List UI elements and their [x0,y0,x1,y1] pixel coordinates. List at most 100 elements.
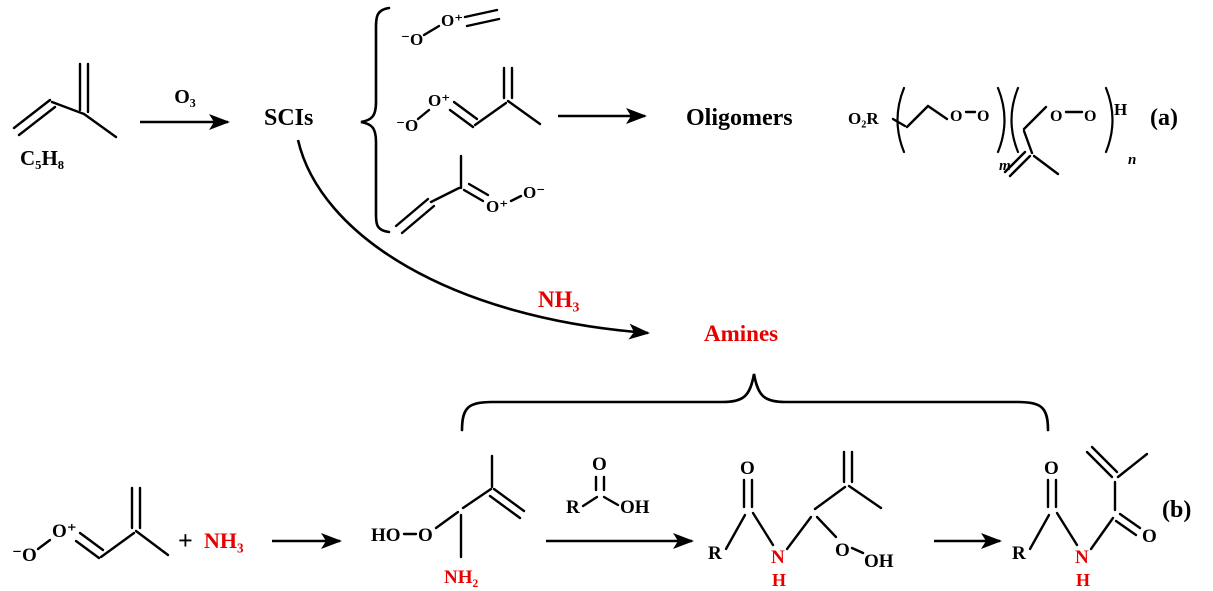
h-label: H [772,570,786,590]
criegee-intermediate-3: O⁺ O⁻ [394,154,545,235]
carbonyl-o-label: O [740,458,755,479]
imide-product-structure: R O N H O [1012,445,1157,590]
bond [1022,105,1048,131]
oligomer-oxygen: O [977,108,989,125]
carbonyl-o2-label: O [1142,526,1157,547]
criegee2-o-minus: ⁻O [396,116,418,135]
carbonyl-o-label: O [592,454,607,475]
bond [434,510,460,530]
criegee-b-o-plus: O⁺ [52,521,77,542]
peroxide-oh-label: OH [864,551,894,572]
oligomer-oxygen: O [1084,108,1096,125]
amino-hydroperoxide-structure: HO O NH₂ [371,454,526,588]
oligomer-prefix: O₂R [848,109,879,128]
bond [1089,516,1115,551]
bond [99,531,136,559]
bond [724,513,747,551]
double-bond-line [465,17,501,28]
nh3-label-top: NH₃ [538,287,580,312]
open-bracket [1010,86,1020,154]
panel-b-label: (b) [1162,497,1191,523]
double-bond-line [488,494,522,520]
bond [850,546,865,555]
n-label: N [771,547,785,568]
double-bond-line [400,204,436,235]
oh-label: OH [620,497,650,518]
double-bond-line [1114,519,1138,537]
close-bracket [1104,86,1114,154]
subscript-n: n [1128,152,1136,168]
bond [1116,452,1149,479]
bond [751,511,775,547]
ozonolysis-arrow: O₃ [140,86,230,130]
bond [50,100,86,116]
peroxide-o-label: O [835,540,850,561]
oligomer-oxygen: O [1050,108,1062,125]
amination-curved-arrow [296,139,650,340]
formula-c5h8: C₅H₈ [20,146,64,170]
bond [422,24,441,37]
bond [926,104,949,121]
double-bond-line [1003,150,1027,174]
bond [581,495,599,508]
double-bond-line [467,182,490,197]
criegee-intermediate-1: ⁻O O⁺ [401,8,501,49]
double-bond-line [452,100,479,121]
scis-label: SCIs [264,105,313,131]
criegee-intermediate-b: ⁻O O⁺ [12,486,170,566]
h-label: H [1076,570,1090,590]
bond [1022,129,1034,155]
criegee3-o-plus: O⁺ [486,197,508,216]
oligomer-end-h: H [1114,100,1127,119]
bond [847,484,883,510]
bond [1032,154,1060,176]
bond [134,529,170,557]
bond [813,485,847,511]
double-bond-line [394,197,430,228]
open-bracket [896,86,906,154]
oligomers-label: Oligomers [686,105,793,131]
bond [429,186,461,204]
ozone-label: O₃ [174,86,196,108]
bond [1028,513,1051,551]
bond [36,538,52,551]
oligomer-oxygen: O [950,108,962,125]
close-bracket [996,86,1006,154]
double-bond-line [1090,445,1119,474]
carboxylic-acid-structure: R O OH [566,454,650,518]
bond [785,515,813,551]
double-bond-line [17,105,57,137]
double-bond-line [78,531,105,552]
criegee2-o-plus: O⁺ [428,91,450,110]
nh2-label: NH₂ [444,567,479,588]
isoprene-molecule: C₅H₈ [12,62,118,170]
bond [509,194,523,203]
r-label: R [566,497,580,518]
amines-label: Amines [704,321,778,346]
double-bond-line [74,539,101,560]
oligomer-structure: O₂R O O m O O H n [848,86,1136,178]
bond [602,495,620,507]
double-bond-line [1008,154,1032,178]
criegee3-o-minus: O⁻ [523,183,545,202]
bond [1055,511,1079,547]
double-bond-line [463,8,499,19]
bond [815,515,838,539]
criegee1-o-plus: O⁺ [441,11,463,30]
double-bond-line [462,188,485,203]
n-label: N [1075,547,1089,568]
nh3-label-bottom: NH₃ [204,528,244,553]
bond [905,104,930,129]
r-label: R [708,543,722,564]
panel-a-label: (a) [1150,105,1178,131]
bond [473,101,508,127]
carbonyl-o1-label: O [1044,458,1059,479]
double-bond-line [12,98,52,130]
double-bond-line [1118,512,1142,530]
bond [82,112,118,139]
double-bond-line [1085,450,1114,479]
double-bond-line [492,487,526,513]
subscript-m: m [999,158,1011,174]
